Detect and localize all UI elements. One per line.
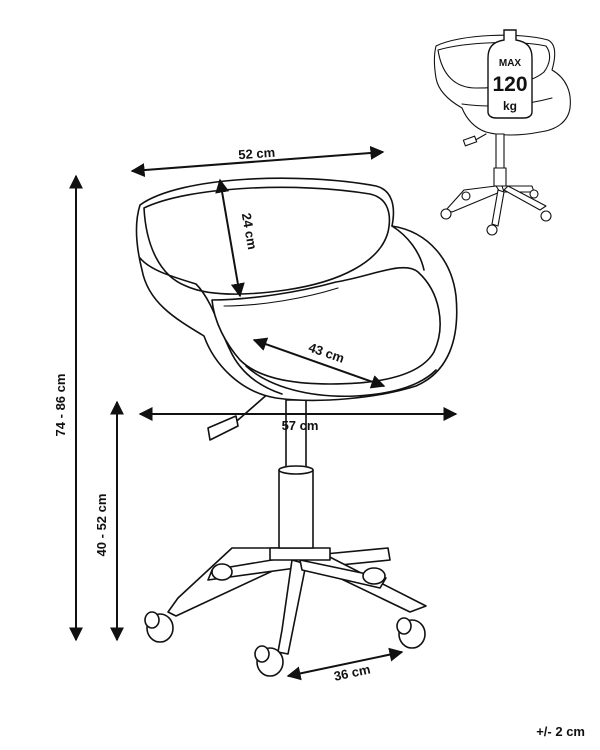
dim-arrow-width-top xyxy=(130,145,385,178)
label-backrest-height: 24 cm xyxy=(239,212,260,251)
weight-icon xyxy=(487,29,533,119)
chair-base xyxy=(167,547,427,655)
badge-max: MAX xyxy=(499,58,522,69)
label-tolerance: +/- 2 cm xyxy=(536,724,585,739)
label-overall-width: 57 cm xyxy=(282,418,319,433)
max-load-badge: MAX 120 kg xyxy=(487,29,533,119)
chair-casters xyxy=(144,563,426,677)
dim-arrow-backrest-height xyxy=(215,178,245,298)
label-base-radius: 36 cm xyxy=(332,661,371,683)
dimension-lines xyxy=(69,145,458,681)
label-total-height: 74 - 86 cm xyxy=(53,374,68,437)
chair-seat xyxy=(135,177,458,402)
label-seat-height: 40 - 52 cm xyxy=(94,494,109,557)
dim-arrow-seat-depth xyxy=(252,337,386,389)
chair-lever xyxy=(207,391,271,441)
label-width-top: 52 cm xyxy=(238,145,276,163)
badge-120: 120 xyxy=(492,73,527,96)
badge-kg: kg xyxy=(503,99,517,113)
dim-arrow-base-radius xyxy=(286,647,404,681)
